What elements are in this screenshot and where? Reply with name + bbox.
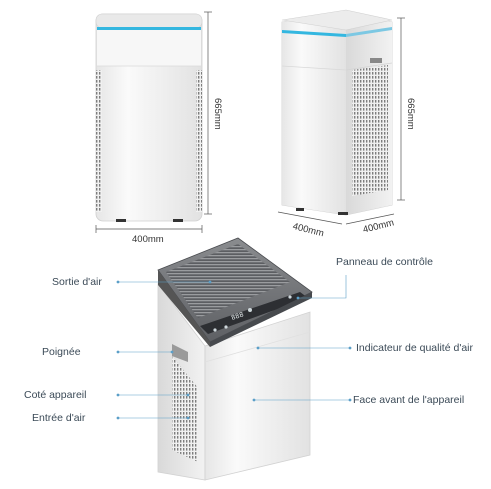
side-vent-left [96, 70, 102, 212]
angled-dimension-lines [277, 17, 405, 225]
label-control-panel: Panneau de contrôle [336, 256, 433, 268]
front-width-label: 400mm [132, 234, 164, 245]
label-device-side: Coté appareil [24, 389, 87, 401]
leader-dots [116, 280, 352, 420]
front-view-unit [95, 13, 203, 222]
main-handle [172, 344, 188, 362]
angled-accent-strip [282, 30, 346, 37]
angled-view-unit [281, 9, 393, 216]
label-air-inlet: Entrée d'air [32, 412, 86, 424]
leader-lines [118, 275, 350, 419]
front-height-label: 665mm [212, 98, 223, 130]
display-readout: 888 [230, 311, 244, 323]
main-view-unit [157, 237, 313, 481]
main-side-vent [172, 356, 198, 462]
control-panel-strip [200, 292, 308, 334]
main-top-grille [166, 244, 290, 318]
label-front-face: Face avant de l'appareil [353, 394, 465, 406]
label-air-outlet: Sortie d'air [52, 276, 102, 288]
front-dimension-lines [95, 11, 212, 233]
angled-side-vent [352, 65, 388, 196]
label-air-quality-indicator: Indicateur de qualité d'air [356, 342, 473, 354]
label-handle: Poignée [42, 346, 81, 358]
angled-handle-slot [370, 58, 382, 63]
accent-light-strip [97, 27, 201, 30]
angled-height-label: 665mm [405, 98, 416, 130]
side-vent-right [196, 70, 202, 212]
